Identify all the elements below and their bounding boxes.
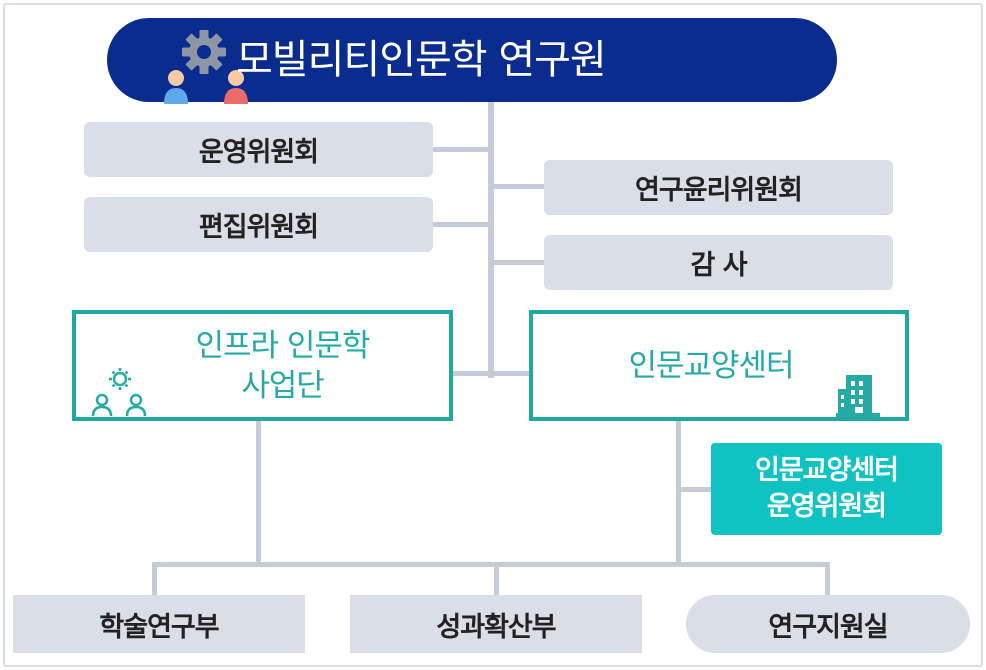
connector-committee-2 [432, 222, 491, 227]
connector-center-down [676, 420, 681, 566]
committee-research-ethics: 연구윤리위원회 [544, 160, 893, 215]
connector-trunk [488, 100, 494, 378]
division-center-label: 인문교양센터 [628, 347, 794, 384]
connector-center-committee [676, 487, 712, 492]
connector-bottom-bus [152, 562, 830, 567]
gear-team-icon [91, 368, 147, 417]
division-infra-line1: 인프라 인문학 [195, 327, 371, 364]
gear-people-icon [164, 30, 248, 104]
department-academic-research: 학술연구부 [13, 595, 305, 653]
committee-operations: 운영위원회 [84, 122, 433, 177]
center-committee-line2: 운영위원회 [766, 491, 887, 522]
header-pill [107, 18, 837, 102]
connector-committee-3 [491, 184, 545, 189]
division-infra-humanities: 인프라 인문학 사업단 [72, 310, 453, 421]
center-operations-committee: 인문교양센터 운영위원회 [711, 443, 942, 535]
center-committee-line1: 인문교양센터 [754, 455, 899, 486]
connector-dept-2 [494, 562, 499, 596]
building-icon [836, 375, 880, 417]
department-outcome-dissemination: 성과확산부 [350, 595, 642, 653]
connector-dept-3 [825, 562, 830, 596]
committee-audit: 감 사 [544, 235, 893, 290]
committee-editorial: 편집위원회 [84, 197, 433, 252]
connector-infra-down [256, 420, 261, 566]
connector-dept-1 [152, 562, 157, 596]
department-research-support: 연구지원실 [686, 595, 970, 653]
connector-divisions [450, 371, 530, 376]
division-infra-line2: 사업단 [241, 367, 325, 404]
connector-committee-1 [432, 147, 491, 152]
header-title: 모빌리티인문학 연구원 [236, 37, 607, 83]
connector-committee-4 [491, 260, 545, 265]
